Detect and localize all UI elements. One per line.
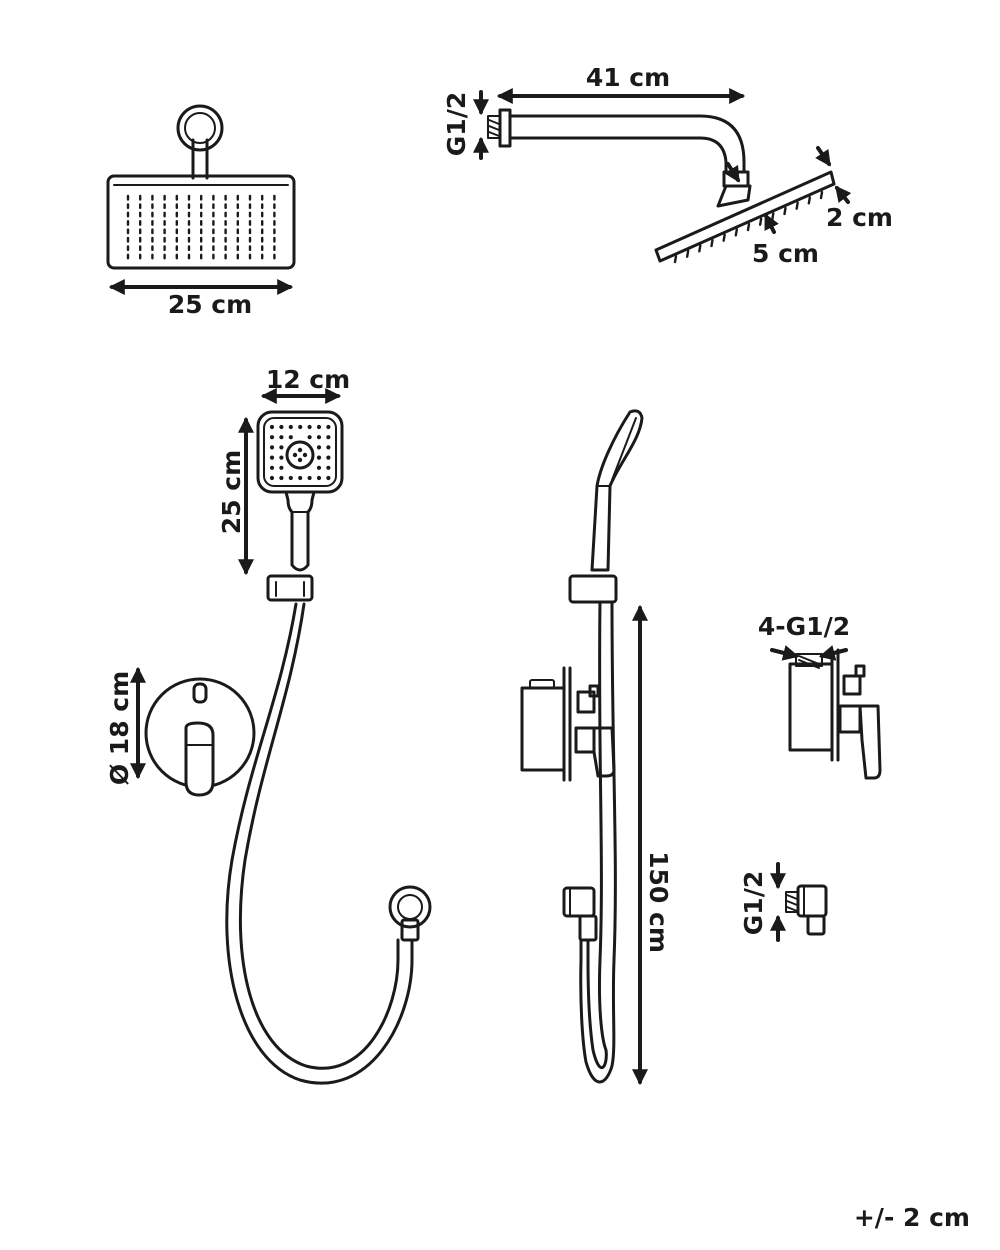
wall-outlet-side [562, 886, 598, 942]
hand-nozzle [326, 455, 331, 460]
arm-thread-label: G1/2 [442, 92, 471, 156]
head-nozzle [722, 233, 726, 242]
handheld-width-label: 12 cm [266, 365, 350, 394]
shower-hose-side [579, 600, 617, 1084]
hand-nozzle [307, 475, 312, 481]
valve-threads-label: 4-G1/2 [758, 612, 850, 641]
hand-nozzle [326, 445, 331, 450]
head-nozzle [746, 222, 751, 232]
hand-nozzle [316, 424, 322, 430]
head-nozzle [807, 196, 812, 205]
wall-outlet-front [388, 885, 432, 942]
hand-nozzle [279, 455, 284, 460]
hand-nozzle [279, 475, 284, 481]
hand-shower-holder-side [568, 574, 618, 604]
head-nozzle [710, 238, 714, 248]
hand-nozzle [326, 475, 331, 481]
head-nozzle [758, 217, 763, 226]
hand-nozzle [269, 445, 275, 450]
hand-shower-side-view [590, 409, 644, 572]
connector-arrow-bottom [764, 213, 779, 234]
connector-height-label: 5 cm [752, 239, 819, 268]
hand-shower-holder-front [266, 574, 314, 602]
hand-nozzle [269, 424, 275, 430]
hand-nozzle [279, 424, 284, 430]
connector-arrow-top [724, 162, 740, 183]
hand-nozzle [269, 455, 275, 460]
hand-nozzle [288, 435, 293, 440]
head-nozzle [819, 190, 824, 200]
head-nozzle [685, 249, 690, 258]
hand-nozzle [279, 465, 284, 470]
hand-nozzle [326, 465, 331, 470]
hand-nozzle [288, 475, 293, 481]
hand-nozzle [288, 424, 293, 430]
hand-nozzle [298, 475, 303, 481]
head-nozzle [673, 254, 678, 264]
overhead-shower-front-view [106, 104, 296, 270]
hand-nozzle [269, 435, 275, 440]
head-nozzle [771, 212, 775, 221]
valve-body-detail [788, 648, 882, 780]
valve-thread-arrow-left [770, 645, 800, 661]
hand-nozzle [307, 435, 312, 440]
head-nozzles [673, 190, 824, 264]
hand-shower-front-view [256, 410, 344, 572]
hand-nozzle [326, 435, 331, 440]
hand-nozzle [269, 475, 275, 481]
hand-nozzle [269, 465, 275, 470]
head-nozzle [734, 228, 739, 237]
hand-nozzle [316, 445, 322, 450]
overhead-width-label: 25 cm [168, 290, 252, 319]
shower-hose-front [225, 602, 414, 1085]
head-nozzle [795, 201, 799, 210]
head-nozzle [783, 206, 787, 216]
hand-nozzle [307, 424, 312, 430]
tolerance-note: +/- 2 cm [854, 1203, 970, 1232]
hand-nozzles [269, 424, 331, 481]
head-nozzle [698, 244, 702, 253]
hand-nozzle [326, 424, 331, 430]
handheld-height-label: 25 cm [217, 450, 246, 534]
head-thickness-label: 2 cm [826, 203, 893, 232]
wall-outlet-detail [785, 884, 828, 936]
hand-nozzle [316, 475, 322, 481]
valve-diameter-label: Ø 18 cm [105, 671, 134, 785]
rain-nozzles [126, 194, 276, 260]
hand-nozzle [316, 455, 322, 460]
hose-length-label: 150 cm [644, 851, 673, 953]
hand-nozzle [279, 445, 284, 450]
mixer-valve-side-view [520, 666, 616, 782]
head-thickness-arrow-top [815, 146, 831, 167]
hand-nozzle [298, 424, 303, 430]
hand-nozzle [316, 465, 322, 470]
outlet-thread-label: G1/2 [739, 871, 768, 935]
hand-nozzle [316, 435, 322, 440]
arm-length-label: 41 cm [586, 63, 670, 92]
head-thickness-arrow-bottom [835, 185, 852, 204]
mixer-valve-front-view [144, 677, 256, 797]
valve-thread-arrow-right [818, 645, 848, 661]
hand-nozzle [279, 435, 284, 440]
